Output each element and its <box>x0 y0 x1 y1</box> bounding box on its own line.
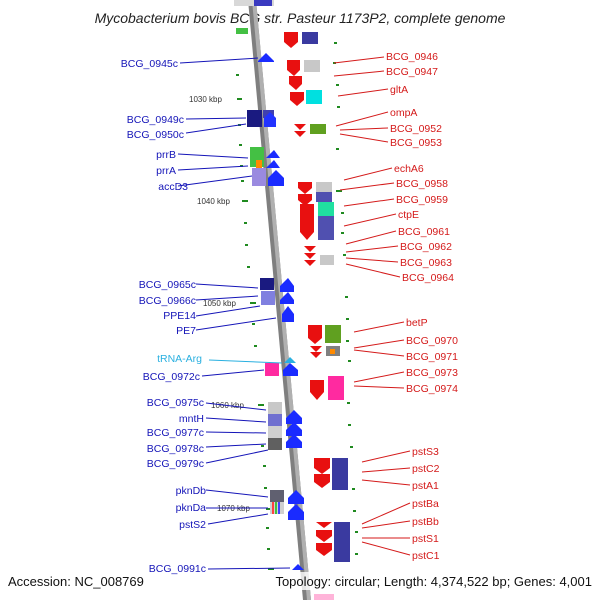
gene-label-trna[interactable]: tRNA-Arg <box>157 353 202 365</box>
gene-label[interactable]: BCG_0958 <box>396 178 448 190</box>
map-title: Mycobacterium bovis BCG str. Pasteur 117… <box>95 10 506 26</box>
gene-label[interactable]: pstS1 <box>412 533 439 545</box>
gene-label[interactable]: PE7 <box>176 325 196 337</box>
reverse-strand-labels[interactable]: BCG_0945c BCG_0949c BCG_0950c prrB prrA … <box>121 58 206 575</box>
gene-label[interactable]: mntH <box>179 413 204 425</box>
label-leader-lines <box>177 56 411 570</box>
gene-label[interactable]: pstS3 <box>412 446 439 458</box>
scale-ticks <box>236 42 358 570</box>
gene-label[interactable]: pstBa <box>412 498 439 510</box>
gene-label[interactable]: betP <box>406 317 428 329</box>
gene-label[interactable]: BCG_0965c <box>139 279 196 291</box>
gene-label[interactable]: echA6 <box>394 163 424 175</box>
gene-label[interactable]: pknDb <box>176 485 207 497</box>
reverse-strand-features[interactable] <box>247 53 304 570</box>
gene-label[interactable]: BCG_0952 <box>390 123 442 135</box>
gene-label[interactable]: pstS2 <box>179 519 206 531</box>
gene-label[interactable]: gltA <box>390 84 408 96</box>
gene-label[interactable]: pstC2 <box>412 463 440 475</box>
gene-label[interactable]: pstBb <box>412 516 439 528</box>
gene-label[interactable]: pstA1 <box>412 480 439 492</box>
forward-strand-labels[interactable]: BCG_0946 BCG_0947 gltA ompA BCG_0952 BCG… <box>386 51 458 562</box>
accession-text: Accession: NC_008769 <box>8 574 144 589</box>
gene-label[interactable]: BCG_0991c <box>149 563 206 575</box>
gene-label[interactable]: PPE14 <box>163 310 196 322</box>
gene-label[interactable]: BCG_0945c <box>121 58 178 70</box>
gene-label[interactable]: BCG_0959 <box>396 194 448 206</box>
gene-label[interactable]: BCG_0978c <box>147 443 204 455</box>
gene-label[interactable]: BCG_0962 <box>400 241 452 253</box>
gene-label[interactable]: BCG_0949c <box>127 114 184 126</box>
gene-label[interactable]: BCG_0946 <box>386 51 438 63</box>
gene-label[interactable]: BCG_0972c <box>143 371 200 383</box>
gene-label[interactable]: BCG_0950c <box>127 129 184 141</box>
forward-strand-features[interactable] <box>284 32 350 562</box>
gene-label[interactable]: BCG_0977c <box>147 427 204 439</box>
gene-label[interactable]: BCG_0953 <box>390 137 442 149</box>
gene-label[interactable]: BCG_0964 <box>402 272 454 284</box>
footer-backdrop <box>256 572 594 590</box>
gene-label[interactable]: ctpE <box>398 209 419 221</box>
gene-label[interactable]: BCG_0970 <box>406 335 458 347</box>
gene-label[interactable]: BCG_0966c <box>139 295 196 307</box>
gene-label[interactable]: prrB <box>156 149 176 161</box>
gene-label[interactable]: BCG_0963 <box>400 257 452 269</box>
gene-label[interactable]: BCG_0975c <box>147 397 204 409</box>
gene-label[interactable]: pknDa <box>176 502 207 514</box>
gene-label[interactable]: accD3 <box>158 181 188 193</box>
gene-label[interactable]: BCG_0973 <box>406 367 458 379</box>
gene-label[interactable]: pstC1 <box>412 550 440 562</box>
gene-label[interactable]: BCG_0961 <box>398 226 450 238</box>
gene-label[interactable]: BCG_0947 <box>386 66 438 78</box>
scale-label-1050: 1050 kbp <box>203 299 236 308</box>
scale-label-1030: 1030 kbp <box>189 95 222 104</box>
gene-label[interactable]: prrA <box>156 165 176 177</box>
topology-text: Topology: circular; Length: 4,374,522 bp… <box>275 574 592 589</box>
gene-label[interactable]: BCG_0979c <box>147 458 204 470</box>
gene-label[interactable]: BCG_0974 <box>406 383 458 395</box>
scale-label-1040: 1040 kbp <box>197 197 230 206</box>
gene-label[interactable]: BCG_0971 <box>406 351 458 363</box>
gene-label[interactable]: ompA <box>390 107 417 119</box>
